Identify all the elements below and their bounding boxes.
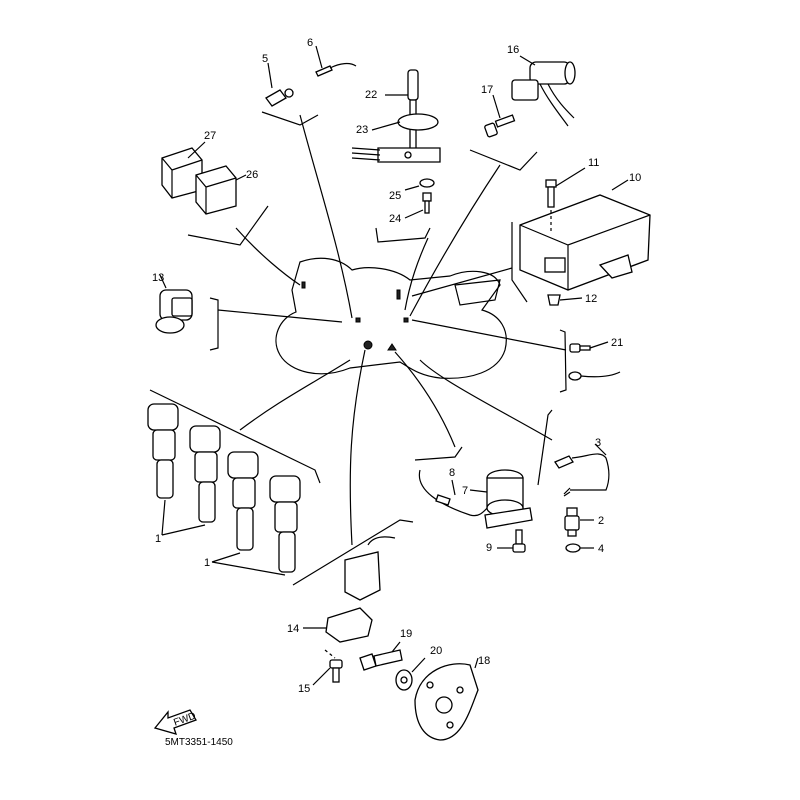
- callout-22: 22: [365, 89, 377, 101]
- part-8-wire: [418, 469, 491, 517]
- part-4-washer: [565, 543, 594, 553]
- callout-12: 12: [585, 293, 597, 305]
- part-5-sensor: [265, 62, 294, 107]
- part-12-grommet: [547, 294, 583, 306]
- callout-1a: 1: [155, 533, 161, 545]
- part-20-washer: [395, 657, 426, 691]
- callout-9: 9: [486, 542, 492, 554]
- callout-5: 5: [262, 53, 268, 65]
- part-18-rotor-plate: [414, 657, 479, 741]
- callout-19: 19: [400, 628, 412, 640]
- callout-10: 10: [629, 172, 641, 184]
- callout-13: 13: [152, 272, 164, 284]
- motorcycle-outline: [275, 257, 507, 379]
- leader-lines: [149, 111, 567, 586]
- callout-4: 4: [598, 543, 604, 555]
- callout-15: 15: [298, 683, 310, 695]
- callout-3: 3: [595, 437, 601, 449]
- part-19-bolt: [359, 641, 403, 671]
- callout-21: 21: [611, 337, 623, 349]
- part-24-bolt: [404, 192, 432, 219]
- callout-20: 20: [430, 645, 442, 657]
- part-9-bolt: [497, 529, 526, 553]
- callout-6: 6: [307, 37, 313, 49]
- part-26-relay: [195, 165, 247, 215]
- callout-2: 2: [598, 515, 604, 527]
- part-14-pickup-coil: [303, 536, 396, 643]
- part-1-ignition-coils: [147, 403, 301, 576]
- part-21-ground-lead: [568, 341, 621, 381]
- part-25-washer: [404, 178, 435, 191]
- callout-14: 14: [287, 623, 299, 635]
- part-22-23-switch-unit: [351, 69, 441, 163]
- part-2-switch: [564, 507, 594, 537]
- callout-25: 25: [389, 190, 401, 202]
- callout-7: 7: [462, 485, 468, 497]
- callout-26: 26: [246, 169, 258, 181]
- part-13-sensor: [155, 274, 193, 334]
- part-17-bolt: [484, 94, 516, 138]
- part-11-screw: [545, 167, 586, 232]
- callout-27: 27: [204, 130, 216, 142]
- part-16-sensor-unit: [511, 55, 576, 127]
- part-15-bolt: [312, 649, 343, 686]
- part-10-ecu: [519, 179, 651, 291]
- callout-17: 17: [481, 84, 493, 96]
- callout-11: 11: [588, 157, 599, 169]
- callout-8: 8: [449, 467, 455, 479]
- fwd-arrow-icon: FWD: [153, 709, 197, 735]
- diagram-code: 5MT3351-1450: [165, 737, 233, 748]
- callout-18: 18: [478, 655, 490, 667]
- part-6-wire: [315, 45, 357, 77]
- callout-16: 16: [507, 44, 519, 56]
- fwd-label: FWD: [172, 711, 197, 729]
- part-3-lead: [554, 443, 610, 497]
- callout-24: 24: [389, 213, 401, 225]
- callout-labels: 5 6 22 23 25 24 16 17 11 10 12 27 26 13 …: [152, 37, 641, 695]
- callout-1b: 1: [204, 557, 210, 569]
- callout-23: 23: [356, 124, 368, 136]
- part-7-unit: [469, 469, 533, 529]
